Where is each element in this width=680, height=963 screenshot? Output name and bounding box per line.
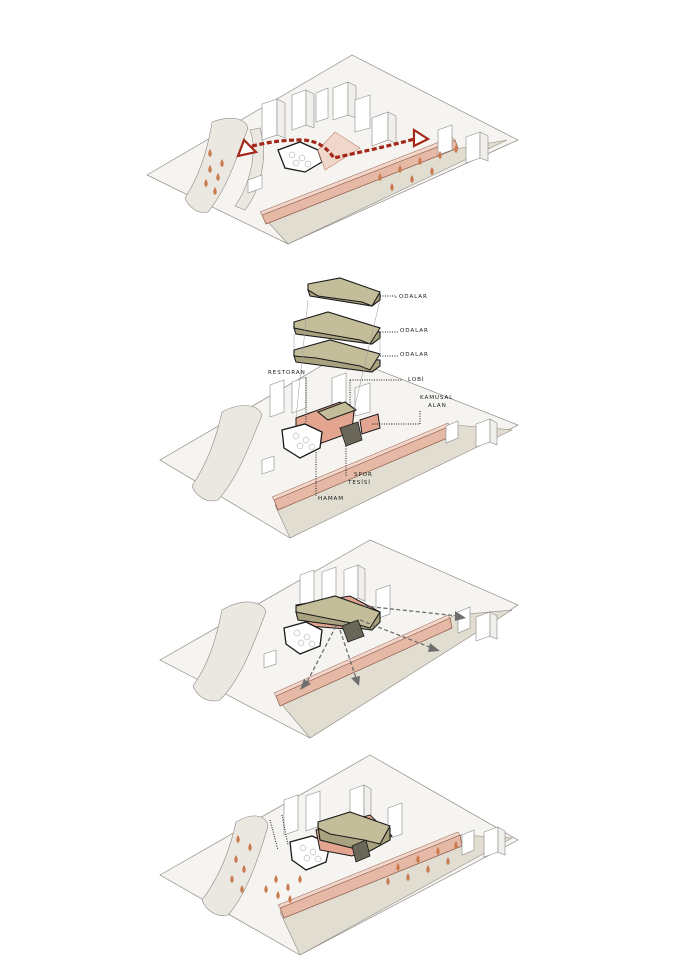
hamam-building: [281, 423, 323, 459]
surrounding-blocks: [261, 372, 498, 475]
label-odalar-low: ODALAR: [400, 352, 429, 358]
room-floors: [293, 277, 381, 419]
circulation-route: [251, 136, 419, 160]
program-diagram: ODALAR ODALAR ODALAR RESTORAN LOBİ KAMUS…: [159, 277, 519, 539]
site-diagram-3: [159, 539, 519, 739]
site-diagram-1: [146, 54, 519, 245]
label-kamusal: KAMUSAL: [420, 395, 453, 401]
building-roof: [295, 595, 381, 629]
curved-road: [192, 601, 267, 702]
curved-road: [201, 815, 269, 916]
label-hamam: HAMAM: [318, 496, 344, 502]
stair-mass: [351, 839, 371, 863]
label-restoran: RESTORAN: [268, 370, 306, 376]
site-diagram-4: [159, 754, 519, 956]
route-end-triangle: [412, 127, 431, 148]
site-ground: [159, 754, 519, 956]
room-floor-low: [293, 339, 381, 371]
room-floor-mid: [293, 311, 381, 345]
hamam-building: [283, 621, 323, 655]
pedestrian-path: [317, 131, 361, 171]
room-floor-top: [307, 277, 381, 307]
surrounding-blocks: [247, 81, 489, 194]
curved-road: [184, 117, 249, 213]
label-tesisi: TESİSİ: [347, 479, 371, 486]
surrounding-blocks: [263, 564, 498, 669]
public-space-mass: [359, 413, 381, 435]
label-alan: ALAN: [428, 403, 447, 409]
route-start-triangle: [236, 138, 259, 158]
label-lobi: LOBİ: [408, 376, 424, 383]
sport-facility-mass: [339, 421, 363, 447]
stair-mass: [341, 619, 365, 643]
building-roof: [317, 811, 391, 845]
label-leaders: [305, 295, 421, 496]
label-odalar-top: ODALAR: [399, 294, 428, 300]
view-arrows: [300, 605, 466, 690]
label-odalar-mid: ODALAR: [400, 328, 429, 334]
curved-road: [191, 405, 263, 502]
lobby-mass: [316, 401, 358, 421]
label-spor: SPOR: [354, 472, 373, 478]
